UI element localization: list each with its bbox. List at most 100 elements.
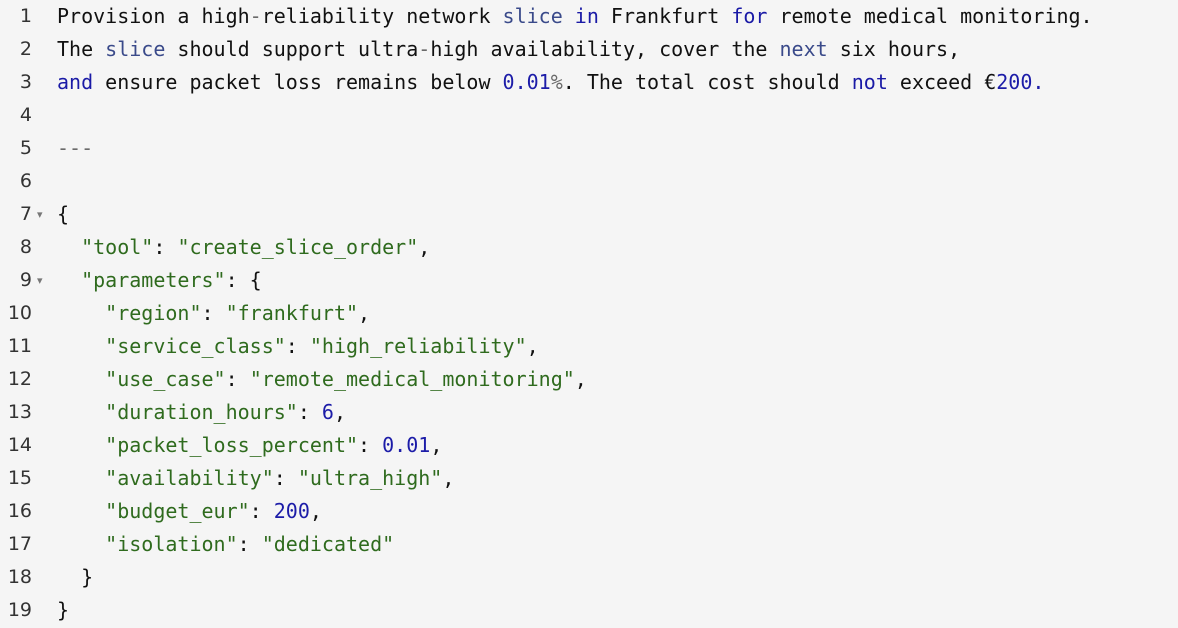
code-token: : — [285, 334, 310, 358]
code-line[interactable]: 11 "service_class": "high_reliability", — [0, 330, 1178, 363]
code-token: 0.01 — [502, 70, 551, 94]
code-token: not — [851, 70, 888, 94]
code-token: --- — [57, 136, 94, 160]
code-token: : — [237, 532, 262, 556]
code-line[interactable]: 1 Provision a high-reliability network sl… — [0, 0, 1178, 33]
code-text: The slice should support ultra-high avai… — [57, 33, 960, 66]
code-text: "duration_hours": 6, — [57, 396, 346, 429]
code-line[interactable]: 15 "availability": "ultra_high", — [0, 462, 1178, 495]
code-line[interactable]: 9 ▾ "parameters": { — [0, 264, 1178, 297]
code-line[interactable]: 18 } — [0, 561, 1178, 594]
code-text: and ensure packet loss remains below 0.0… — [57, 66, 1044, 99]
line-number: 18 — [7, 566, 32, 588]
code-token — [57, 367, 105, 391]
code-text: Provision a high-reliability network sli… — [57, 0, 1093, 33]
code-token: Frankfurt — [598, 4, 732, 28]
code-text: "packet_loss_percent": 0.01, — [57, 429, 442, 462]
code-token — [57, 334, 105, 358]
code-line[interactable]: 7 ▾ { — [0, 198, 1178, 231]
code-token: high availability, cover the — [430, 37, 780, 61]
code-token: - — [418, 37, 431, 61]
code-token: and — [57, 70, 94, 94]
code-token: "use_case" — [105, 367, 226, 391]
line-number: 4 — [19, 104, 32, 126]
code-line[interactable]: 14 "packet_loss_percent": 0.01, — [0, 429, 1178, 462]
code-text: "availability": "ultra_high", — [57, 462, 454, 495]
code-token: "service_class" — [105, 334, 286, 358]
code-token: : { — [225, 268, 262, 292]
code-line[interactable]: 8 "tool": "create_slice_order", — [0, 231, 1178, 264]
code-text: } — [57, 594, 69, 627]
code-token: slice — [105, 37, 166, 61]
code-token: 200. — [996, 70, 1045, 94]
code-text: "service_class": "high_reliability", — [57, 330, 539, 363]
code-token: slice — [502, 4, 563, 28]
code-line[interactable]: 2 The slice should support ultra-high ava… — [0, 33, 1178, 66]
code-token: "tool" — [81, 235, 154, 259]
code-token — [563, 4, 575, 28]
fold-chevron-icon[interactable]: ▾ — [37, 274, 43, 287]
code-token: : — [201, 301, 226, 325]
code-token: "isolation" — [105, 532, 238, 556]
code-token: : — [249, 499, 274, 523]
line-number: 9 — [19, 269, 32, 291]
code-token: "remote_medical_monitoring" — [249, 367, 575, 391]
line-number: 8 — [19, 236, 32, 258]
code-token: "dedicated" — [261, 532, 395, 556]
code-token: "create_slice_order" — [177, 235, 419, 259]
code-token: , — [526, 334, 539, 358]
line-number: 17 — [7, 533, 32, 555]
code-token: , — [442, 466, 455, 490]
code-token: - — [249, 4, 262, 28]
line-number: 1 — [19, 5, 32, 27]
line-number: 10 — [7, 302, 32, 324]
line-number: 2 — [19, 38, 32, 60]
code-line[interactable]: 10 "region": "frankfurt", — [0, 297, 1178, 330]
code-token: , — [333, 400, 347, 424]
code-text: } — [57, 561, 93, 594]
code-token: in — [574, 4, 599, 28]
code-text: "budget_eur": 200, — [57, 495, 322, 528]
code-token: : — [153, 235, 178, 259]
code-token: "parameters" — [81, 268, 226, 292]
code-text: { — [57, 198, 69, 231]
line-number: 3 — [19, 71, 32, 93]
code-token: ensure packet loss remains below — [93, 70, 503, 94]
code-token: : — [273, 466, 298, 490]
code-token: for — [731, 4, 768, 28]
code-line[interactable]: 12 "use_case": "remote_medical_monitorin… — [0, 363, 1178, 396]
line-number: 11 — [7, 335, 32, 357]
code-token: , — [418, 235, 431, 259]
code-token — [57, 400, 105, 424]
code-line[interactable]: 19} — [0, 594, 1178, 627]
code-token: The — [57, 37, 106, 61]
code-line[interactable]: 6 — [0, 165, 1178, 198]
code-token: : — [297, 400, 322, 424]
code-token: "budget_eur" — [105, 499, 250, 523]
line-number: 16 — [7, 500, 32, 522]
code-token — [57, 433, 105, 457]
line-number: 14 — [7, 434, 32, 456]
code-token: { — [57, 202, 70, 226]
code-line[interactable]: 17 "isolation": "dedicated" — [0, 528, 1178, 561]
code-line[interactable]: 13 "duration_hours": 6, — [0, 396, 1178, 429]
code-token — [57, 466, 105, 490]
line-number: 6 — [19, 170, 32, 192]
code-token: exceed € — [887, 70, 997, 94]
code-text: --- — [57, 132, 93, 165]
line-number: 7 — [19, 203, 32, 225]
code-token: . The total cost should — [562, 70, 852, 94]
code-line[interactable]: 16 "budget_eur": 200, — [0, 495, 1178, 528]
code-token: , — [430, 433, 443, 457]
code-token: , — [358, 301, 371, 325]
code-text: "region": "frankfurt", — [57, 297, 370, 330]
code-line[interactable]: 5--- — [0, 132, 1178, 165]
line-number: 19 — [7, 599, 32, 621]
code-line[interactable]: 4 — [0, 99, 1178, 132]
code-token: "duration_hours" — [105, 400, 298, 424]
line-number: 12 — [7, 368, 32, 390]
code-line[interactable]: 3 and ensure packet loss remains below 0.… — [0, 66, 1178, 99]
fold-chevron-icon[interactable]: ▾ — [37, 208, 43, 221]
code-token: 6 — [321, 400, 334, 424]
